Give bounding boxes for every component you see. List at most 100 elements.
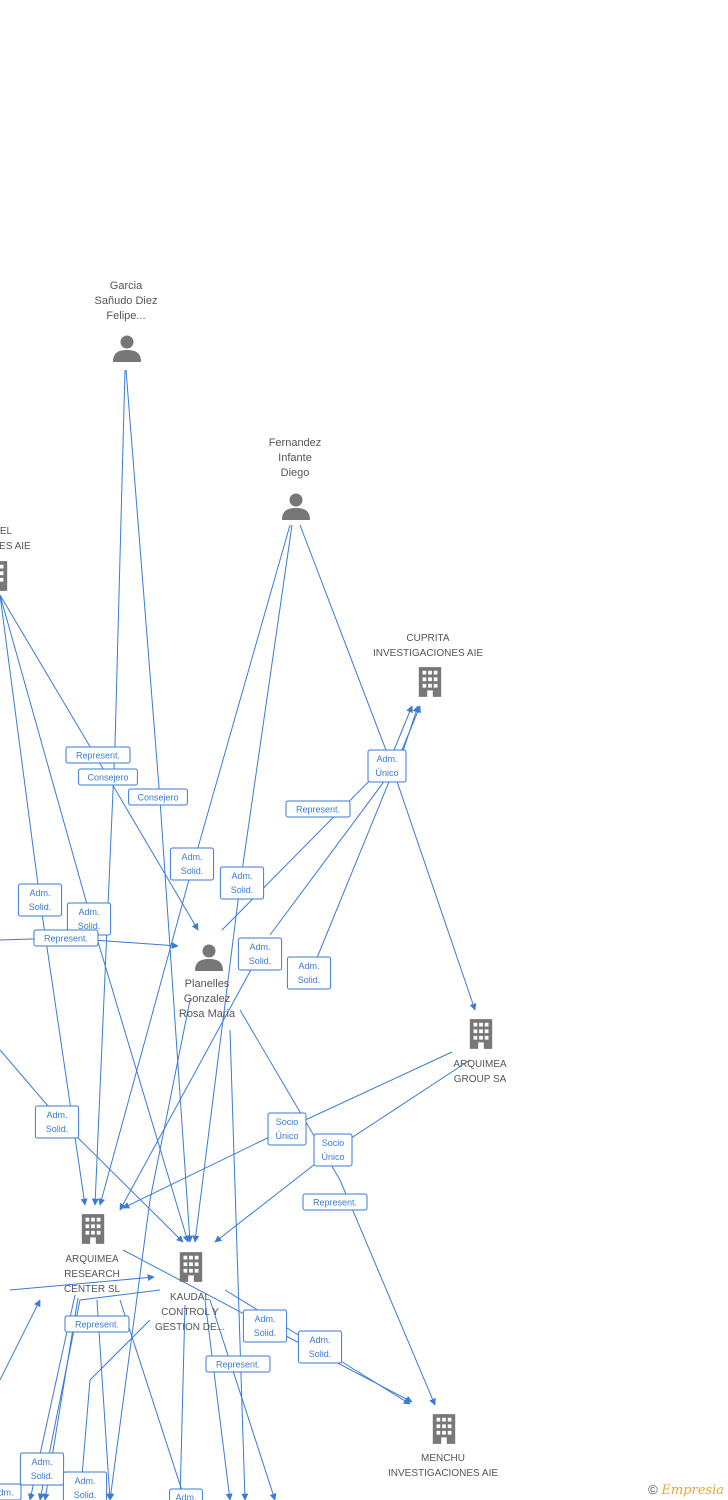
node-label-line: MENCHU xyxy=(421,1453,465,1464)
relationship-edge xyxy=(269,705,420,936)
edge-label-text: Adm. xyxy=(78,907,99,917)
relationship-edge xyxy=(239,1009,436,1406)
node-topleft[interactable]: EL IONES AIE xyxy=(0,526,31,591)
edge-label-box xyxy=(286,956,332,990)
edge-label-text: Adm. xyxy=(309,1335,330,1345)
node-label-line: Planelles xyxy=(185,978,230,990)
node-label-line: Sañudo Diez xyxy=(95,295,158,307)
edge-label[interactable]: Adm.Solid. xyxy=(242,1309,288,1343)
node-label-line: INVESTIGACIONES AIE xyxy=(373,648,483,659)
edge-label[interactable]: Adm.Solid. xyxy=(17,883,63,917)
edge-label-text: Solid. xyxy=(29,902,52,912)
edge-label[interactable]: Adm.Solid. xyxy=(219,866,265,900)
edge-label-text: Solid. xyxy=(249,956,272,966)
node-label-line: RESEARCH xyxy=(64,1269,120,1280)
edge-label-text: Represent. xyxy=(216,1360,260,1370)
building-icon xyxy=(0,561,8,591)
relationship-edge xyxy=(176,1304,186,1500)
edge-label[interactable]: dm. xyxy=(0,1483,22,1500)
brand-logo: Empresia xyxy=(661,1483,724,1498)
edge-label[interactable]: Represent. xyxy=(64,1315,130,1333)
footer-credit: © Empresia xyxy=(648,1482,724,1498)
edge-label-text: Adm. xyxy=(46,1110,67,1120)
edge-label-box xyxy=(237,937,283,971)
edge-label-text: Consejero xyxy=(87,773,128,783)
person-icon xyxy=(282,493,310,520)
edge-labels: Represent.ConsejeroConsejeroRepresent.Ad… xyxy=(0,746,407,1500)
edge-label-box xyxy=(64,1315,130,1333)
edge-label-box xyxy=(205,1355,271,1373)
node-label-line: EL xyxy=(0,526,13,537)
edge-label[interactable]: Represent. xyxy=(285,800,351,818)
edge-label-text: Socio xyxy=(322,1138,345,1148)
building-icon xyxy=(432,1414,456,1444)
relationship-edge xyxy=(229,1029,249,1500)
node-label-line: CENTER SL xyxy=(64,1284,121,1295)
edge-label-text: Adm. xyxy=(31,1457,52,1467)
edge-label-box xyxy=(0,1483,22,1500)
edge-label-box xyxy=(267,1112,307,1146)
edge-label[interactable]: Adm.Solid. xyxy=(286,956,332,990)
edge-label-text: Socio xyxy=(276,1117,299,1127)
node-label-line: CUPRITA xyxy=(406,633,449,644)
edge-label[interactable]: Adm.Solid. xyxy=(19,1452,65,1486)
edge-label[interactable]: Consejero xyxy=(78,768,138,786)
node-label-line: Felipe... xyxy=(106,310,145,322)
building-icon xyxy=(179,1252,203,1282)
relationship-edge xyxy=(91,369,126,1206)
edge-label-box xyxy=(367,749,407,783)
edge-label[interactable]: Adm.Solid. xyxy=(237,937,283,971)
edge-label-box xyxy=(169,847,215,881)
edge-label-box xyxy=(313,1133,353,1167)
relationship-edge xyxy=(9,1274,155,1291)
relationship-edge xyxy=(204,1299,233,1500)
edge-label-text: Único xyxy=(375,768,398,778)
edge-label-text: Adm. xyxy=(376,754,397,764)
edge-label-text: Represent. xyxy=(296,805,340,815)
edge-label-text: Represent. xyxy=(44,934,88,944)
edge-label-box xyxy=(242,1309,288,1343)
relationship-edge xyxy=(107,999,191,1500)
edge-label[interactable]: Adm.Solid. xyxy=(66,902,112,936)
edge-label[interactable]: Adm. Único xyxy=(367,749,407,783)
edge-label-text: Consejero xyxy=(137,793,178,803)
edge-label-text: dm. xyxy=(0,1488,14,1498)
edge-label-box xyxy=(78,768,138,786)
edge-label[interactable]: Adm.Solid. xyxy=(62,1471,108,1500)
node-label-line: Diego xyxy=(281,467,310,479)
edge-label[interactable]: Represent. xyxy=(302,1193,368,1211)
edge-label[interactable]: Represent. xyxy=(33,929,99,947)
building-icon xyxy=(418,667,442,697)
edge-label-text: Solid. xyxy=(181,866,204,876)
building-icon xyxy=(81,1214,105,1244)
edge-label-box xyxy=(285,800,351,818)
edge-label[interactable]: Adm. xyxy=(169,1488,203,1500)
relationship-edge xyxy=(96,1299,114,1500)
person-icon xyxy=(113,335,141,362)
edge-label-box xyxy=(19,1452,65,1486)
edge-label[interactable]: Adm.Solid. xyxy=(34,1105,80,1139)
edge-label-text: Adm. xyxy=(231,871,252,881)
edge-label[interactable]: Adm.Solid. xyxy=(297,1330,343,1364)
node-label-line: Rosa Maria xyxy=(179,1008,236,1020)
edge-label-text: Represent. xyxy=(75,1320,119,1330)
node-cuprita[interactable]: CUPRITA INVESTIGACIONES AIE xyxy=(373,633,483,697)
relationship-edge xyxy=(209,1299,277,1500)
edge-label[interactable]: Consejero xyxy=(128,788,188,806)
relationship-edge xyxy=(119,1299,187,1500)
edge-label[interactable]: Adm.Solid. xyxy=(169,847,215,881)
edge-label[interactable]: Represent. xyxy=(65,746,131,764)
edge-label[interactable]: Represent. xyxy=(205,1355,271,1373)
node-label-line: GESTION DE... xyxy=(155,1322,225,1333)
node-label-line: IONES AIE xyxy=(0,541,31,552)
